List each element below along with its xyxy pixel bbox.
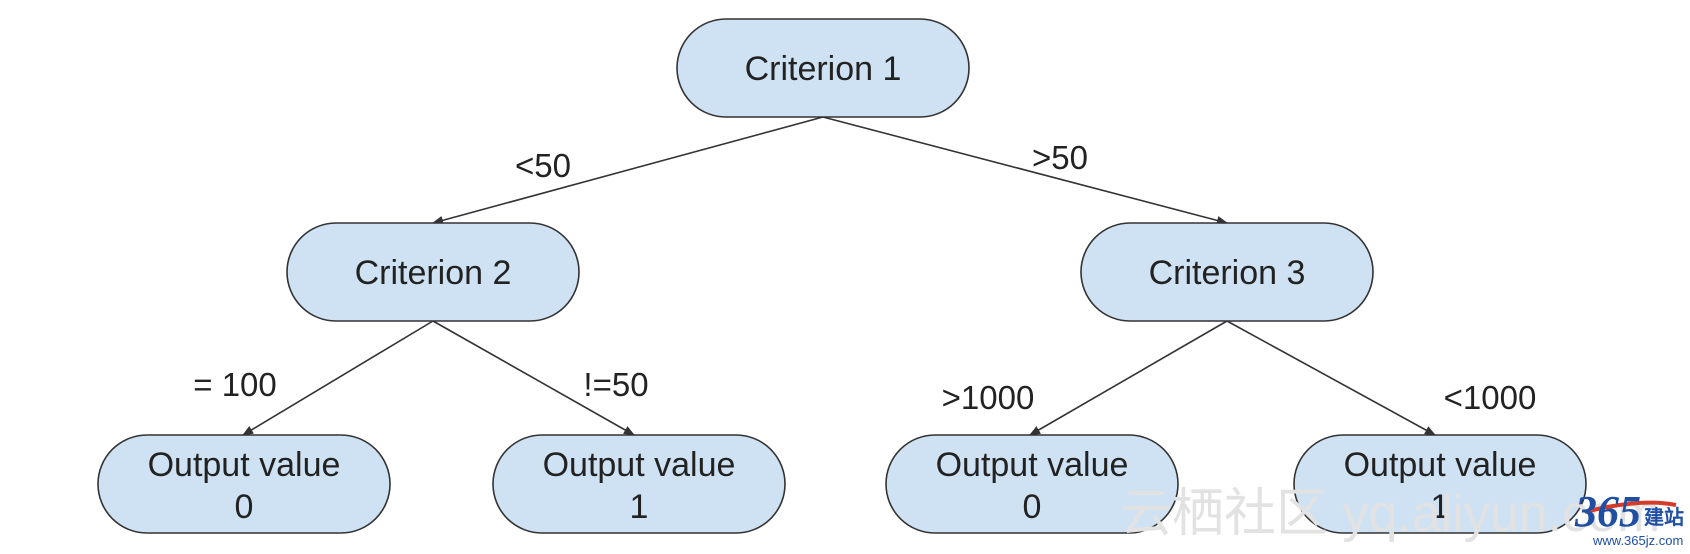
node-output-value-1-left: Output value 1: [492, 434, 786, 534]
node-output-value: 0: [235, 488, 254, 526]
node-criterion-1: Criterion 1: [676, 18, 970, 118]
node-output-label: Output value: [936, 446, 1129, 484]
edge-label-lt50: <50: [515, 147, 571, 184]
edge-criterion3-to-output0: [1029, 320, 1228, 436]
logo-number: 365: [1574, 487, 1641, 536]
edge-label-lt1000: <1000: [1444, 379, 1537, 416]
node-criterion-2-label: Criterion 2: [355, 254, 512, 292]
node-output-value-0-right: Output value 0: [885, 434, 1179, 534]
node-output-label: Output value: [543, 446, 736, 484]
edge-criterion2-to-output0: [242, 320, 434, 436]
edge-label-neq50: !=50: [583, 366, 648, 403]
logo-swoosh-icon: [1584, 500, 1677, 514]
node-output-value: 0: [1023, 488, 1042, 526]
edge-criterion2-to-output1: [432, 320, 635, 436]
node-output-value-0-left: Output value 0: [97, 434, 391, 534]
node-output-value: 1: [1431, 488, 1450, 526]
node-output-label: Output value: [148, 446, 341, 484]
edge-criterion1-to-criterion3: [822, 116, 1229, 225]
edge-criterion1-to-criterion2: [431, 116, 824, 225]
edge-label-gt50: >50: [1032, 139, 1088, 176]
node-output-label: Output value: [1344, 446, 1537, 484]
watermark-logo: 365 建站 www.365jz.com: [1574, 487, 1684, 548]
node-criterion-2: Criterion 2: [286, 222, 580, 322]
node-criterion-1-label: Criterion 1: [745, 50, 902, 88]
node-output-value-1-right: Output value 1: [1293, 434, 1587, 534]
watermark-text: 云栖社区 yq.aliyun.com: [1120, 485, 1660, 543]
node-output-value: 1: [630, 488, 649, 526]
node-criterion-3: Criterion 3: [1080, 222, 1374, 322]
edge-label-gt1000: >1000: [942, 379, 1035, 416]
node-criterion-3-label: Criterion 3: [1149, 254, 1306, 292]
edge-criterion3-to-output1: [1226, 320, 1436, 436]
logo-url: www.365jz.com: [1592, 533, 1683, 548]
logo-chinese: 建站: [1644, 505, 1684, 529]
edge-label-eq100: = 100: [193, 366, 277, 403]
